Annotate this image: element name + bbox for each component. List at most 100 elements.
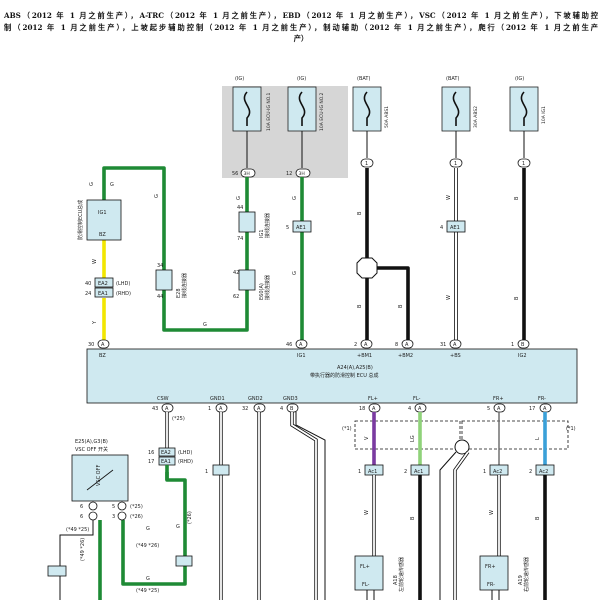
svg-text:V: V: [364, 436, 370, 440]
svg-text:E60(A): E60(A): [259, 283, 265, 300]
fuse-icon: [298, 91, 306, 126]
svg-text:Ac1: Ac1: [368, 469, 377, 475]
svg-text:GND3: GND3: [283, 396, 298, 402]
wire-green-lower: [98, 465, 187, 600]
svg-text:Y: Y: [92, 320, 98, 325]
svg-text:(*25): (*25): [130, 504, 143, 510]
svg-text:EA2: EA2: [98, 281, 108, 287]
svg-text:40: 40: [85, 281, 91, 287]
connector-ae1-ig: 5 AE1: [286, 220, 312, 233]
front-left-speed-sensor: FL+ FL- A18 左前轮速传感器: [354, 555, 405, 592]
svg-text:6: 6: [80, 514, 83, 520]
fuse-label: 50A ABS1: [384, 106, 390, 128]
svg-text:B: B: [357, 304, 363, 308]
svg-text:B: B: [514, 196, 520, 200]
svg-text:A: A: [372, 406, 376, 412]
svg-text:FR+: FR+: [485, 564, 496, 570]
svg-text:17: 17: [529, 406, 535, 412]
svg-text:Ac2: Ac2: [493, 469, 502, 475]
svg-text:A: A: [453, 342, 457, 348]
svg-text:(*1): (*1): [342, 426, 352, 432]
fuse-ecu-ig-no1: (IG) 10A ECU-IG NO.1: [232, 76, 272, 132]
svg-text:B: B: [357, 211, 363, 215]
fuse-label: 30A ABS2: [473, 106, 479, 128]
svg-text:2: 2: [404, 469, 407, 475]
svg-text:(RHD): (RHD): [116, 291, 131, 297]
shield-ground-splice: [454, 439, 470, 455]
svg-text:12: 12: [286, 171, 292, 177]
svg-text:A: A: [219, 406, 223, 412]
svg-text:CSW: CSW: [157, 396, 169, 402]
svg-text:44: 44: [237, 205, 243, 211]
svg-text:32: 32: [242, 406, 248, 412]
svg-text:(*49 *25): (*49 *25): [66, 527, 89, 533]
svg-text:(*49 *26): (*49 *26): [136, 543, 159, 549]
svg-text:A: A: [165, 406, 169, 412]
svg-text:(LHD): (LHD): [178, 450, 192, 456]
svg-text:BZ: BZ: [99, 232, 106, 238]
svg-text:A: A: [299, 342, 303, 348]
svg-text:FR-: FR-: [487, 582, 495, 588]
svg-text:1: 1: [358, 469, 361, 475]
fuse-pin-abs2: 1: [449, 158, 463, 168]
fuse-label: 10A ECU-IG NO.1: [266, 92, 272, 131]
svg-text:G: G: [236, 196, 242, 200]
svg-text:B: B: [290, 406, 294, 412]
wire-black-power: [365, 168, 526, 340]
fuse-pin-ig1: 1: [517, 158, 531, 168]
connector-ea2-ea1-lower: 16 EA2 (LHD) 17 EA1 (RHD): [148, 447, 193, 466]
fuse-ecu-ig-no2: (IG) 10A ECU-IG NO.2: [287, 76, 325, 132]
svg-text:接线连接器: 接线连接器: [264, 275, 271, 300]
skid-control-ecu-module: IG1 BZ 防滑控制ECU总成 G: [77, 182, 122, 241]
svg-text:A: A: [418, 406, 422, 412]
junction-connector-ig1: 44 74 IG1 接线连接器: [237, 205, 271, 242]
svg-text:2: 2: [354, 342, 357, 348]
svg-text:左前轮速传感器: 左前轮速传感器: [398, 557, 405, 592]
fuse-icon: [520, 91, 528, 126]
svg-text:56: 56: [232, 171, 238, 177]
svg-text:右前轮速传感器: 右前轮速传感器: [523, 557, 530, 592]
svg-text:FL-: FL-: [362, 582, 370, 588]
svg-text:1: 1: [365, 161, 368, 167]
svg-text:AE1: AE1: [450, 225, 460, 231]
fuse-icon: [243, 91, 251, 126]
svg-text:+BM2: +BM2: [398, 353, 413, 359]
svg-text:FL+: FL+: [360, 564, 370, 570]
fuse-abs2: (BAT) 30A ABS2: [441, 76, 479, 132]
svg-text:B: B: [514, 296, 520, 300]
wire-shield-ground: [439, 451, 470, 600]
fuse-abs1: (BAT) 50A ABS1: [352, 76, 390, 132]
svg-text:18: 18: [359, 406, 365, 412]
svg-text:G: G: [176, 524, 180, 530]
shield-box-right: [461, 420, 569, 450]
fuse-pin-abs1: 1: [360, 158, 374, 168]
svg-text:FR+: FR+: [493, 396, 504, 402]
connector-ae1-bs: 4 AE1: [440, 220, 466, 233]
svg-text:43: 43: [152, 406, 158, 412]
svg-text:BZ: BZ: [99, 353, 106, 359]
svg-text:A18: A18: [393, 575, 399, 585]
svg-text:(*25): (*25): [172, 416, 185, 422]
svg-text:FL-: FL-: [413, 396, 421, 402]
svg-text:E28: E28: [176, 288, 182, 298]
svg-text:B: B: [521, 342, 525, 348]
shield-box: [354, 420, 461, 450]
svg-text:42: 42: [233, 270, 239, 276]
svg-text:1: 1: [454, 161, 457, 167]
svg-text:44: 44: [157, 294, 163, 300]
svg-text:1: 1: [522, 161, 525, 167]
svg-text:A19: A19: [518, 575, 524, 585]
svg-text:G: G: [203, 322, 207, 328]
svg-text:30: 30: [88, 342, 94, 348]
svg-text:3: 3: [112, 514, 115, 520]
wire-green-top: [102, 166, 304, 340]
svg-text:5: 5: [112, 504, 115, 510]
svg-text:(LHD): (LHD): [116, 281, 130, 287]
wire-ground-left: (*49 *25) (*49 *26): [59, 520, 94, 600]
title-line-3: 产）: [293, 34, 309, 43]
svg-text:G: G: [154, 194, 160, 198]
svg-text:IG1: IG1: [259, 229, 265, 238]
